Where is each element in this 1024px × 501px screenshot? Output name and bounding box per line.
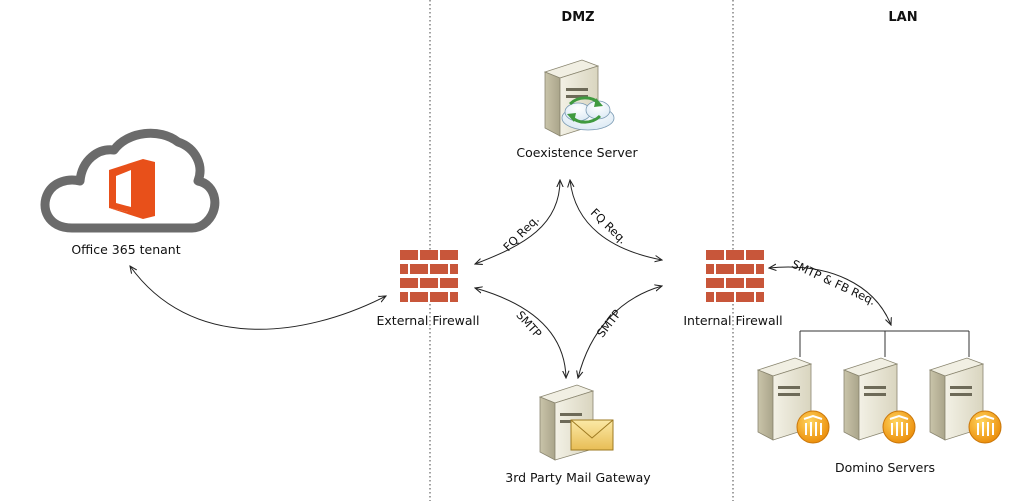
smtp-right-arrow (578, 286, 662, 378)
internal-firewall-icon (706, 250, 764, 302)
coexistence-server-label: Coexistence Server (516, 145, 638, 160)
fq-req-left-arrow (475, 180, 560, 264)
envelope-icon (570, 419, 614, 451)
internal-firewall-label: Internal Firewall (683, 313, 782, 328)
external-firewall-icon (400, 250, 458, 302)
smtp-fb-req-label: SMTP & FB Req. (789, 257, 878, 308)
domino-server-1-icon (756, 357, 830, 444)
lan-zone-label: LAN (888, 10, 917, 25)
domino-server-2-icon (842, 357, 916, 444)
fq-req-right-arrow (570, 180, 662, 260)
smtp-fb-req-arrow (769, 267, 891, 325)
domino-server-3-icon (928, 357, 1002, 444)
fq-req-left-label: FQ Req. (500, 212, 542, 254)
office-logo-icon (109, 159, 155, 219)
domino-bus-connector (799, 330, 970, 357)
domino-servers-label: Domino Servers (835, 460, 935, 475)
coexistence-server-icon (543, 59, 615, 137)
smtp-left-label: SMTP (513, 308, 544, 341)
office365-label: Office 365 tenant (71, 242, 180, 257)
dmz-zone-label: DMZ (561, 10, 594, 25)
mail-gateway-label: 3rd Party Mail Gateway (505, 470, 651, 485)
office365-to-external-firewall-arrow (130, 266, 386, 330)
smtp-left-arrow (475, 288, 566, 378)
smtp-right-label: SMTP (594, 307, 624, 340)
external-firewall-label: External Firewall (377, 313, 480, 328)
